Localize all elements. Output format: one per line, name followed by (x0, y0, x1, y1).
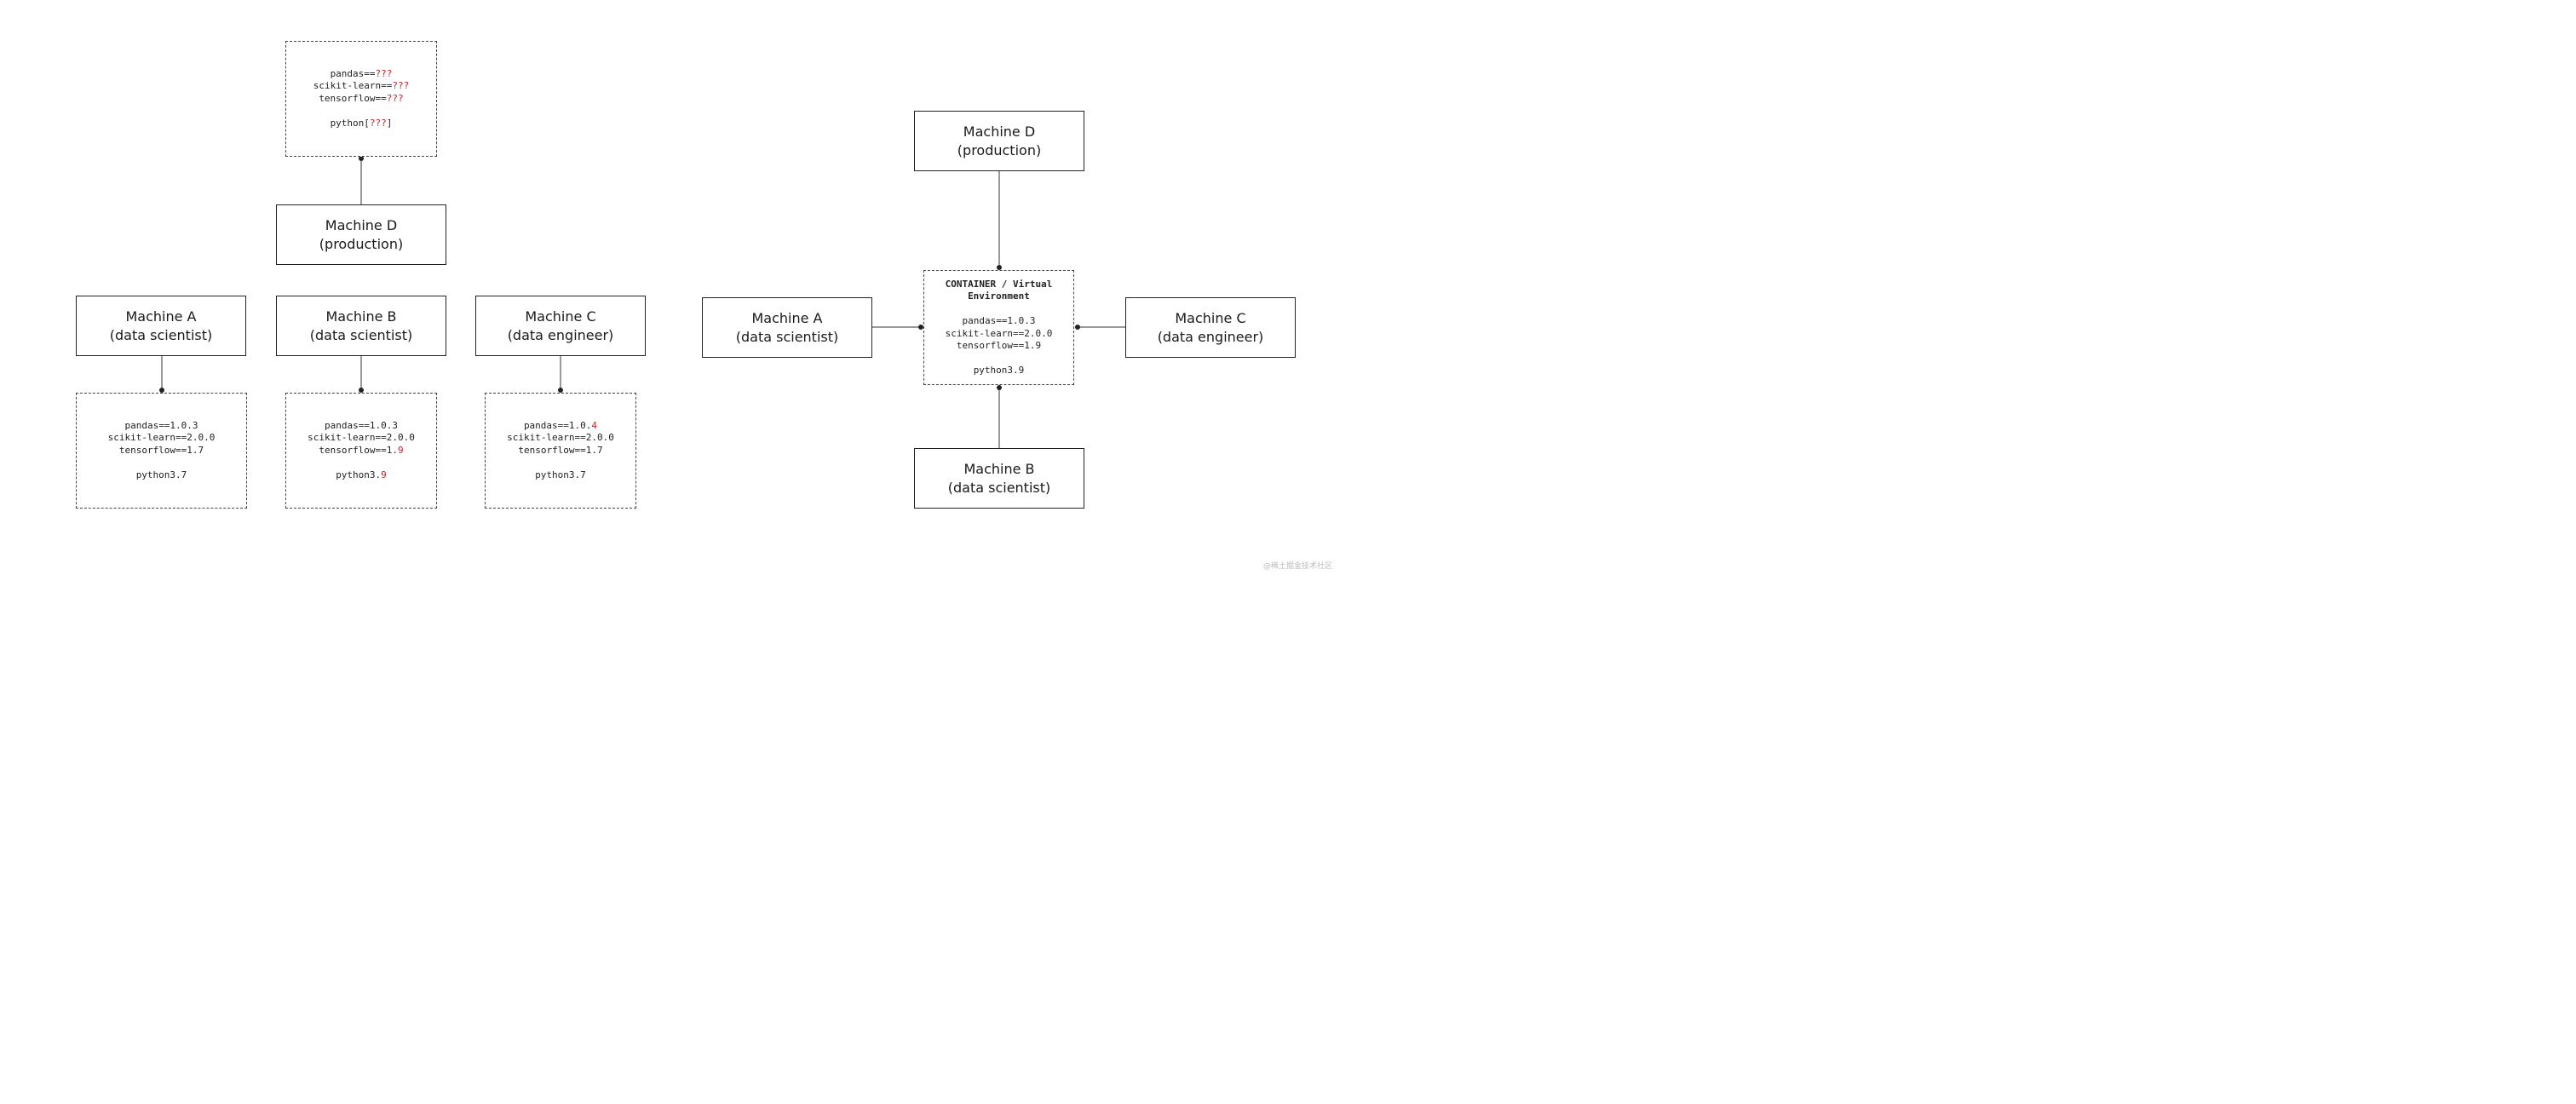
machine-role: (data scientist) (947, 479, 1051, 496)
machine-a-box: Machine A (data scientist) (702, 297, 872, 358)
machine-a-box: Machine A (data scientist) (76, 296, 246, 356)
machine-c-box: Machine C (data engineer) (1125, 297, 1296, 358)
connector-dot (918, 325, 923, 330)
env-line-python: python3.7 (135, 469, 187, 480)
env-line-scikit-learn: scikit-learn==2.0.0 (107, 432, 216, 444)
machine-role: (data scientist) (109, 326, 213, 343)
machine-name: Machine B (963, 460, 1035, 477)
machine-b-box: Machine B (data scientist) (914, 448, 1084, 509)
diagram-canvas: pandas==??? scikit-learn==??? tensorflow… (0, 0, 1336, 572)
connector-dot (558, 388, 563, 393)
env-line-python: python[???] (330, 117, 393, 129)
machine-name: Machine A (751, 309, 823, 326)
env-line-pandas: pandas==1.0.4 (523, 419, 598, 431)
connector-dot (1075, 325, 1080, 330)
machine-role: (data engineer) (507, 326, 614, 343)
machine-c-env-box: pandas==1.0.4 scikit-learn==2.0.0 tensor… (485, 393, 636, 509)
container-title: CONTAINER / Virtual (945, 278, 1053, 290)
env-line-tensorflow: tensorflow==1.7 (118, 444, 204, 456)
machine-role: (data engineer) (1157, 328, 1264, 345)
machine-name: Machine D (325, 216, 398, 233)
connector-dot (359, 388, 364, 393)
env-line-tensorflow: tensorflow==1.9 (956, 340, 1042, 351)
env-line-python: python3.7 (535, 469, 586, 480)
env-line-scikit-learn: scikit-learn==??? (313, 80, 410, 92)
env-line-python: python3.9 (336, 469, 387, 480)
machine-c-box: Machine C (data engineer) (475, 296, 646, 356)
container-env-box: CONTAINER / Virtual Environment pandas==… (923, 270, 1074, 385)
machine-name: Machine C (1175, 309, 1246, 326)
production-env-box: pandas==??? scikit-learn==??? tensorflow… (285, 41, 437, 157)
env-line-pandas: pandas==1.0.3 (962, 315, 1036, 326)
env-line-pandas: pandas==1.0.3 (324, 419, 399, 431)
connector-dot (359, 156, 364, 161)
machine-name: Machine B (325, 308, 397, 325)
env-line-tensorflow: tensorflow==??? (319, 92, 404, 104)
machine-role: (production) (319, 235, 404, 252)
connector-layer (159, 156, 1126, 449)
env-line-scikit-learn: scikit-learn==2.0.0 (945, 327, 1053, 339)
machine-a-env-box: pandas==1.0.3 scikit-learn==2.0.0 tensor… (76, 393, 247, 509)
machine-name: Machine A (125, 308, 197, 325)
machine-name: Machine D (963, 123, 1036, 140)
env-line-pandas: pandas==??? (330, 67, 393, 79)
machine-name: Machine C (525, 308, 596, 325)
container-title: Environment (968, 290, 1030, 302)
machine-b-box: Machine B (data scientist) (276, 296, 446, 356)
env-line-tensorflow: tensorflow==1.9 (319, 444, 404, 456)
machine-role: (data scientist) (735, 328, 839, 345)
machine-b-env-box: pandas==1.0.3 scikit-learn==2.0.0 tensor… (285, 393, 437, 509)
machine-role: (production) (957, 141, 1042, 158)
env-line-scikit-learn: scikit-learn==2.0.0 (308, 432, 415, 444)
connector-dot (159, 388, 164, 393)
watermark: @稀土掘金技术社区 (1262, 562, 1332, 571)
machine-role: (data scientist) (309, 326, 413, 343)
env-line-pandas: pandas==1.0.3 (124, 419, 198, 431)
env-line-python: python3.9 (973, 365, 1025, 376)
machine-d-box: Machine D (production) (914, 111, 1084, 171)
connector-dot (997, 265, 1002, 270)
connector-dot (997, 385, 1002, 390)
machine-d-box: Machine D (production) (276, 204, 446, 265)
env-line-tensorflow: tensorflow==1.7 (518, 444, 603, 456)
env-line-scikit-learn: scikit-learn==2.0.0 (507, 432, 614, 444)
